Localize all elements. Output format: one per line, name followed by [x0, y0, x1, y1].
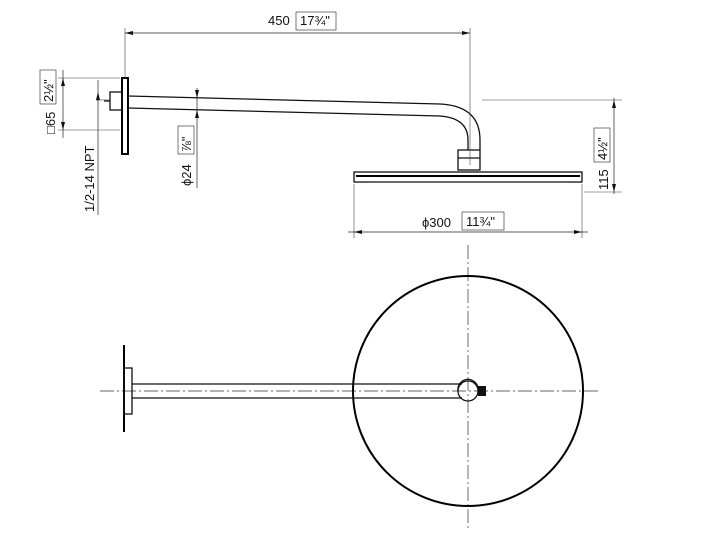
thread-label-text: 1/2-14 NPT — [82, 145, 97, 212]
wall-flange — [121, 77, 129, 155]
side-view: 450 17¾" □65 2½" 1/2-14 NPT ϕ24 — [39, 11, 622, 238]
dim-pipe-diameter: ϕ24 ⅞" — [177, 88, 199, 188]
dim-drop-height: 115 4½" — [482, 98, 622, 194]
dim-head-diameter-metric: ϕ300 — [422, 215, 451, 230]
shower-head-top — [352, 275, 584, 507]
dim-head-diameter-imperial: 11¾" — [466, 214, 495, 229]
dim-pipe-diameter-metric: ϕ24 — [179, 164, 194, 186]
thread-fitting — [109, 91, 123, 111]
dim-flange-size-metric: □65 — [43, 112, 58, 134]
swivel-connector — [457, 149, 481, 171]
dim-arm-length-metric: 450 — [268, 13, 290, 28]
hub-screw — [478, 386, 486, 396]
dim-flange-size: □65 2½" — [39, 69, 120, 138]
dim-pipe-diameter-imperial: ⅞" — [179, 136, 194, 152]
dim-flange-size-imperial: 2½" — [41, 79, 56, 102]
dim-head-diameter: ϕ300 11¾" — [348, 184, 588, 238]
dim-arm-length-imperial: 17¾" — [300, 13, 330, 28]
dim-drop-height-metric: 115 — [596, 169, 611, 190]
top-view — [100, 245, 600, 530]
dim-drop-height-imperial: 4½" — [595, 137, 610, 160]
shower-head-side — [353, 171, 583, 183]
thread-label: 1/2-14 NPT — [82, 80, 110, 215]
dim-arm-length: 450 17¾" — [124, 11, 471, 165]
shower-arm-side — [127, 95, 481, 150]
